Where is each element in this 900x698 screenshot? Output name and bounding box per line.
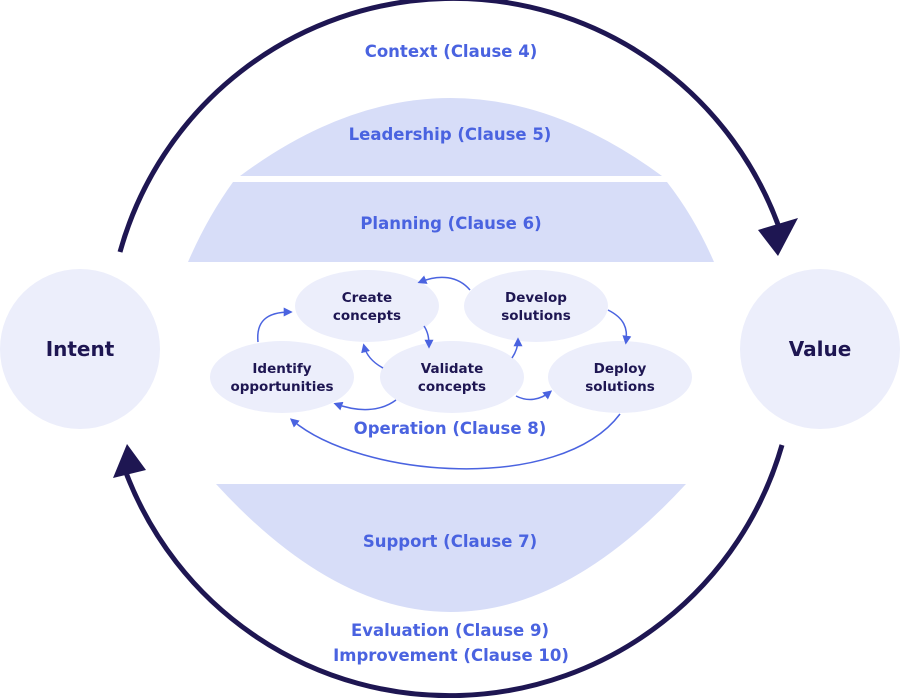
- planning-band: [188, 182, 714, 262]
- outer-top-arc: [117, 0, 785, 253]
- arrow-validate-to-create: [361, 343, 384, 369]
- operation-label: Operation (Clause 8): [354, 419, 547, 438]
- node-validate-label-2: concepts: [418, 379, 486, 395]
- node-deploy-solutions: [548, 341, 692, 413]
- arrow-validate-to-deploy: [515, 390, 553, 401]
- arrow-develop-to-deploy: [607, 309, 632, 345]
- arrow-identify-to-create: [257, 307, 293, 343]
- node-deploy-label-1: Deploy: [594, 361, 647, 377]
- node-deploy-label-2: solutions: [585, 379, 655, 395]
- arrow-develop-to-create: [417, 275, 471, 291]
- intent-label: Intent: [46, 337, 115, 361]
- outer-bottom-arc: [122, 444, 785, 698]
- planning-label: Planning (Clause 6): [360, 214, 541, 233]
- arrow-deploy-to-identify: [289, 413, 621, 470]
- node-identify-opportunities: [210, 341, 354, 413]
- node-develop-solutions: [464, 270, 608, 342]
- value-label: Value: [789, 337, 852, 361]
- node-identify-label-2: opportunities: [230, 379, 333, 395]
- leadership-label: Leadership (Clause 5): [349, 125, 552, 144]
- improvement-label: Improvement (Clause 10): [333, 646, 569, 665]
- node-create-label-2: concepts: [333, 308, 401, 324]
- support-label: Support (Clause 7): [363, 532, 537, 551]
- evaluation-label: Evaluation (Clause 9): [351, 621, 549, 640]
- node-create-label-1: Create: [342, 290, 392, 306]
- intent-circle: [0, 269, 160, 429]
- node-validate-label-1: Validate: [421, 361, 483, 377]
- support-band: [216, 484, 686, 612]
- leadership-band: [240, 98, 662, 176]
- node-create-concepts: [295, 270, 439, 342]
- node-identify-label-1: Identify: [252, 361, 311, 377]
- node-validate-concepts: [380, 341, 524, 413]
- context-label: Context (Clause 4): [365, 42, 538, 61]
- arrow-validate-to-develop: [511, 337, 523, 359]
- node-develop-label-1: Develop: [505, 290, 567, 306]
- outer-top-arrowhead-icon: [758, 218, 798, 256]
- arrow-validate-to-identify: [333, 399, 397, 411]
- node-develop-label-2: solutions: [501, 308, 571, 324]
- value-circle: [740, 269, 900, 429]
- outer-bottom-arrowhead-icon: [113, 444, 146, 478]
- arrow-create-to-validate: [423, 325, 434, 349]
